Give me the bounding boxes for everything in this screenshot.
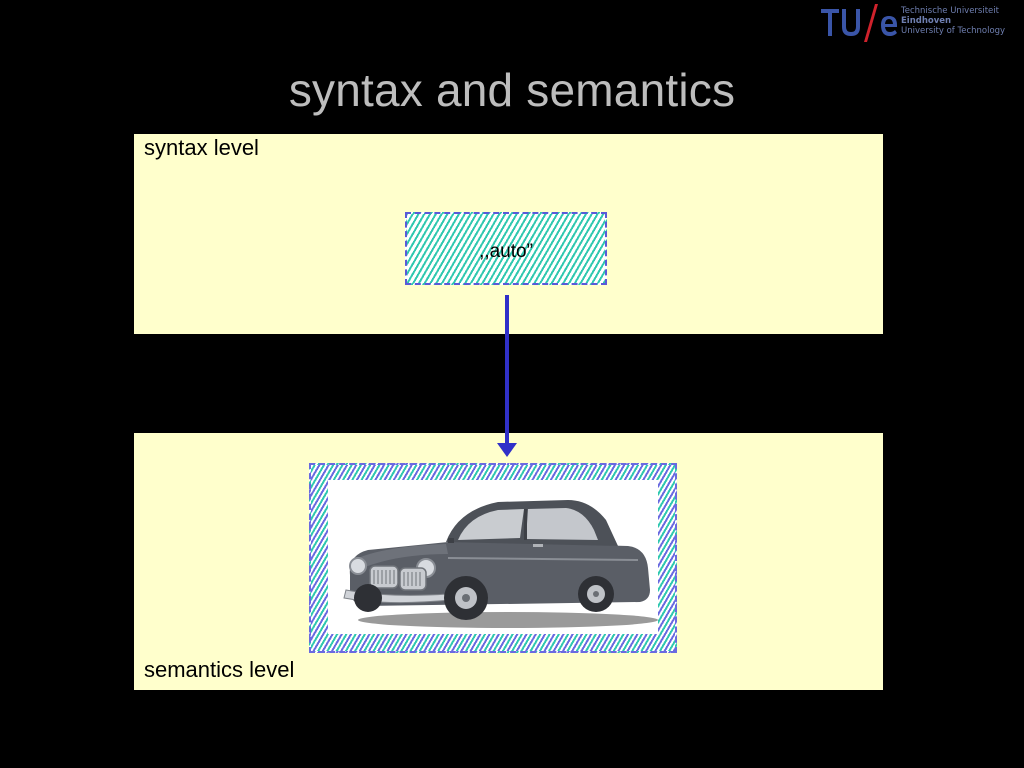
- image-frame: [309, 463, 677, 653]
- word-box: ,,auto”: [405, 212, 607, 285]
- logo-line: University of Technology: [901, 26, 1006, 36]
- car-picture: [328, 480, 658, 634]
- semantics-level-panel: semantics level: [134, 433, 883, 690]
- tue-logo-mark: [821, 4, 897, 42]
- semantics-level-label: semantics level: [144, 657, 295, 682]
- logo-line: Eindhoven: [901, 16, 952, 26]
- slide-title: syntax and semantics: [288, 64, 736, 116]
- syntax-level-panel: syntax level ,,auto”: [134, 134, 883, 334]
- word-text: ,,auto”: [479, 241, 533, 262]
- logo-line: Technische Universiteit: [901, 6, 999, 16]
- tue-logo-text: Technische Universiteit Eindhoven Univer…: [901, 6, 1005, 36]
- syntax-level-label: syntax level: [144, 135, 259, 160]
- tue-logo: Technische Universiteit Eindhoven Univer…: [820, 4, 1010, 42]
- car-image: [343, 500, 658, 628]
